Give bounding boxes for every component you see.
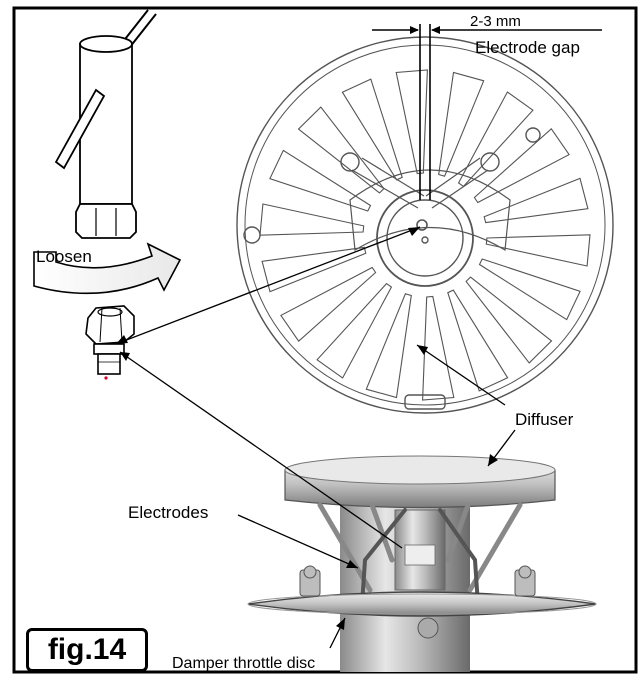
nozzle-collar [93, 343, 125, 355]
loosen-arrow-icon [33, 242, 182, 295]
diffuser-vane [438, 71, 485, 177]
diffuser-vane [316, 282, 393, 379]
diffuser-vanes [259, 69, 591, 401]
arrowhead-nozzle-bottom [120, 352, 130, 361]
diffuser-vane [280, 266, 377, 343]
arrowhead-diffuser-vane [417, 345, 428, 355]
burner-inner-ring [244, 44, 606, 406]
burner-mounting-hole [525, 127, 541, 143]
damper-disc [247, 591, 597, 617]
diffuser-disc-top [284, 455, 556, 485]
nozzle-top [97, 307, 123, 317]
electrode-mount-left [340, 152, 360, 172]
nozzle-body [97, 353, 121, 375]
electrode-gap-label: Electrode gap [475, 38, 580, 57]
diffuser-vane [485, 234, 591, 267]
spanner-tube-top [79, 35, 133, 53]
nozzle-hex-edge-2 [119, 307, 123, 343]
leader-nozzle-to-face [115, 226, 421, 345]
diffuser-vane [422, 295, 455, 401]
burner-head-photo [247, 455, 597, 672]
arrowhead-nozzle-top [116, 335, 128, 344]
arrowhead-diffuser-disc [488, 454, 498, 466]
nozzle-drawing [85, 305, 135, 375]
burner-left-hole [243, 226, 261, 244]
burner-outer-ring [236, 36, 614, 414]
diffuser-vane [483, 177, 589, 224]
diffuser-vane [473, 127, 570, 204]
electrode-gap-dimension [372, 24, 602, 200]
leader-electrodes [237, 514, 359, 569]
diffuser-label: Diffuser [515, 410, 574, 429]
electrode-rods [360, 508, 480, 607]
spanner-tommy-bar [54, 88, 106, 170]
nozzle-center [416, 219, 428, 231]
burner-face-drawing [236, 36, 614, 414]
diffuser-vane [395, 69, 428, 175]
nozzle-hex-edge-1 [99, 307, 103, 343]
leader-lines [115, 226, 516, 649]
nozzle-orifice [421, 236, 429, 244]
gap-arrowhead-right [431, 26, 440, 34]
diffuser-vane [457, 91, 534, 188]
diffuser-vane [269, 149, 372, 212]
leader-diffuser-vane [416, 344, 506, 406]
nozzle-ring-outer [376, 189, 474, 287]
gap-arrowhead-left [410, 26, 419, 34]
arrowhead-electrodes [346, 560, 358, 568]
box-spanner-drawing [54, 9, 157, 239]
electrode-rod-left [351, 157, 425, 209]
electrodes-label: Electrodes [128, 503, 208, 522]
arrowhead-damper [336, 618, 345, 630]
diffuser-vane [465, 276, 553, 364]
nozzle-accent-dot [104, 376, 108, 380]
figure-frame [12, 6, 638, 674]
diffuser-vane [341, 78, 403, 181]
diffuser-vane [259, 203, 365, 236]
damper-disc-edge [247, 593, 597, 615]
diffuser-vane [447, 289, 509, 392]
diffuser-vane [365, 293, 412, 399]
damper-throttle-disc-label: Damper throttle disc [172, 655, 315, 672]
loosen-label: Loosen [36, 247, 92, 266]
gap-size-label: 2-3 mm [470, 13, 521, 30]
tube-screw [417, 617, 439, 639]
arrowhead-face [408, 227, 420, 236]
diffuser-vane [478, 258, 581, 321]
support-struts [317, 502, 523, 593]
diffuser-vane [261, 246, 367, 293]
electrode-mount-right [480, 152, 500, 172]
damper-bolts [299, 565, 536, 597]
burner-bottom-tab [404, 394, 446, 410]
nozzle-ring-inner [386, 199, 464, 277]
leader-nozzle-to-head [119, 351, 403, 549]
diffuser-vane [297, 106, 385, 194]
figure-number-label: fig.14 [26, 628, 148, 672]
electrode-rod-right [425, 157, 489, 209]
nozzle-holder-label [404, 544, 436, 566]
spanner-hex-end [75, 203, 137, 239]
